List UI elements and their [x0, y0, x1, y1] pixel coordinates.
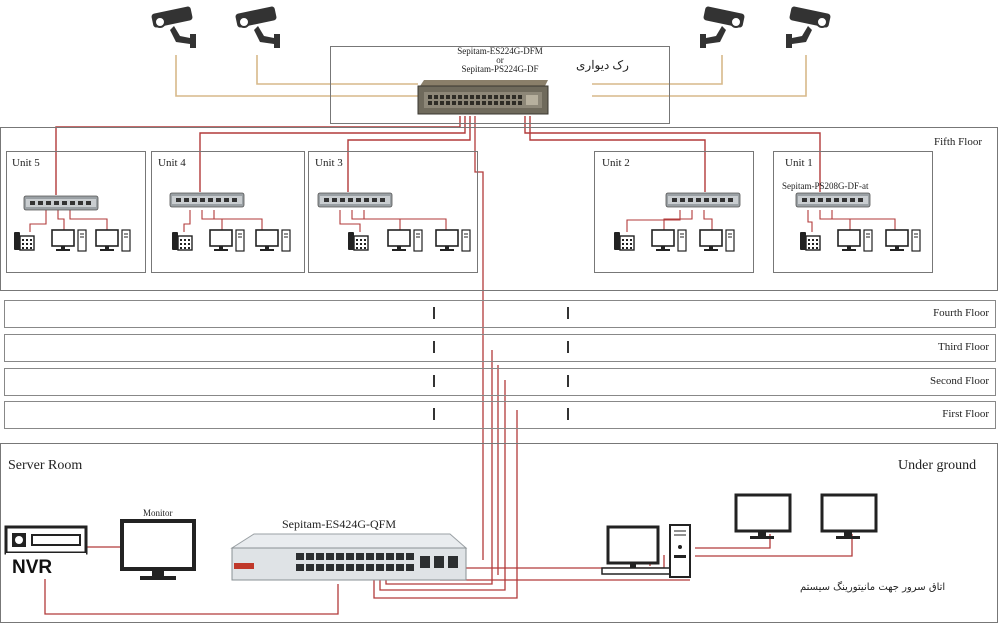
- floor-label: Second Floor: [930, 375, 989, 387]
- unit-1-label: Unit 1: [785, 157, 813, 169]
- riser-tick: [567, 408, 569, 420]
- camera-cables: [175, 55, 807, 97]
- unit-switch-model-label: Sepitam-PS208G-DF-at: [782, 181, 869, 191]
- monitor-icon: [734, 493, 792, 539]
- fifth-floor-panel: [0, 127, 998, 291]
- unit-2-label: Unit 2: [602, 157, 630, 169]
- camera-icon: [149, 4, 197, 50]
- unit-4-label: Unit 4: [158, 157, 186, 169]
- monitor-icon: [820, 493, 878, 539]
- rack-switch-label: Sepitam-ES224G-DFM or Sepitam-PS224G-DF: [440, 47, 560, 74]
- floor-label: First Floor: [942, 408, 989, 420]
- basement-panel: [0, 443, 998, 623]
- unit-internal-cables: [29, 210, 896, 232]
- unit-3-label: Unit 3: [315, 157, 343, 169]
- riser-tick: [567, 307, 569, 319]
- rack-switch-icon: [417, 80, 549, 115]
- unit-5-panel: [6, 151, 146, 273]
- core-switch-icon: [230, 533, 468, 581]
- riser-tick: [433, 307, 435, 319]
- first-floor-bar: First Floor: [4, 401, 996, 429]
- wall-rack-label: رک دیواری: [576, 58, 629, 72]
- riser-tick: [567, 375, 569, 387]
- riser-tick: [433, 375, 435, 387]
- unit-5-label: Unit 5: [12, 157, 40, 169]
- monitoring-pc-icon: [601, 524, 691, 578]
- camera-icon: [233, 4, 281, 50]
- riser-tick: [433, 341, 435, 353]
- nvr-label: NVR: [12, 557, 53, 578]
- fifth-floor-label: Fifth Floor: [934, 136, 982, 148]
- camera-icon: [785, 4, 833, 50]
- rack-switch-model-2: Sepitam-PS224G-DF: [461, 64, 539, 74]
- unit-4-panel: [151, 151, 305, 273]
- monitor-label: Monitor: [143, 508, 173, 518]
- second-floor-bar: Second Floor: [4, 368, 996, 396]
- vertical-risers: [373, 116, 518, 599]
- unit-1-panel: [773, 151, 933, 273]
- rack-switch-model-1: Sepitam-ES224G-DFM: [457, 46, 543, 56]
- monitor-icon: [120, 519, 196, 580]
- unit-2-panel: [594, 151, 754, 273]
- monitoring-room-label: اتاق سرور جهت مانیتورینگ سیستم: [800, 582, 946, 593]
- rack-switch-or: or: [496, 55, 504, 65]
- third-floor-bar: Third Floor: [4, 334, 996, 362]
- floor-label: Third Floor: [937, 341, 989, 353]
- server-room-cables: [44, 534, 853, 615]
- unit-3-panel: [308, 151, 478, 273]
- fourth-floor-bar: Fourth Floor: [4, 300, 996, 328]
- rack-panel: [330, 46, 670, 124]
- underground-label: Under ground: [898, 458, 977, 473]
- core-switch-label: Sepitam-ES424G-QFM: [282, 517, 396, 531]
- nvr-icon: [4, 525, 88, 579]
- riser-tick: [433, 408, 435, 420]
- floor-label: Fourth Floor: [933, 307, 989, 319]
- camera-icon: [699, 4, 747, 50]
- riser-tick: [567, 341, 569, 353]
- server-room-label: Server Room: [8, 458, 83, 473]
